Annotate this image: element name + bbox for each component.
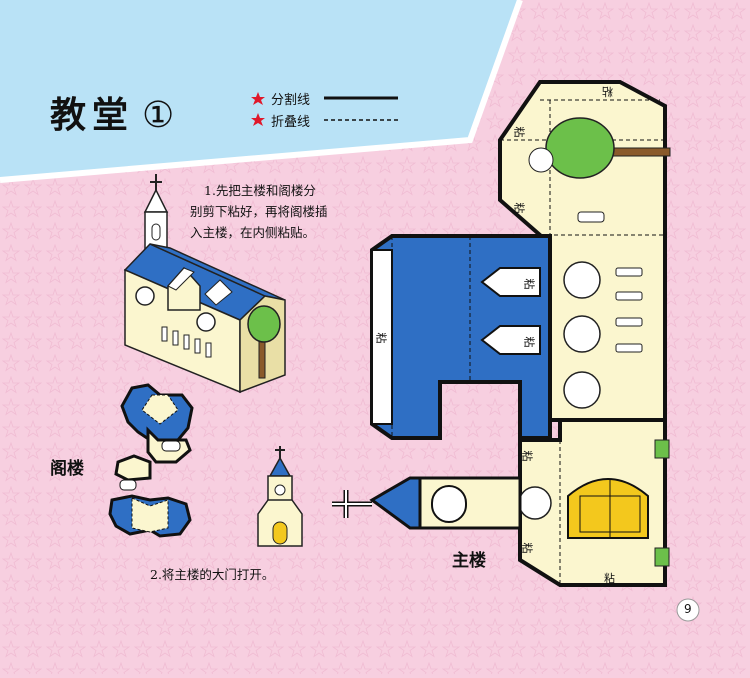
sky-corner <box>0 0 520 180</box>
instruction-step2: 2.将主楼的大门打开。 <box>150 567 275 582</box>
legend-fold-label: 折叠线 <box>271 115 311 130</box>
glue-label-flap: 粘 <box>374 332 388 344</box>
title-number: ① <box>142 95 181 136</box>
page-number: 9 <box>684 602 692 616</box>
assembled-church <box>123 174 286 394</box>
glue-label-lower-1: 粘 <box>520 450 534 462</box>
page-number-circle <box>676 598 700 622</box>
legend-cut-label: 分割线 <box>271 93 311 108</box>
glue-label-left-top: 粘 <box>512 126 526 138</box>
instruction-step1: 1.先把主楼和阁楼分 别剪下粘好，再将阁楼插 入主楼，在内侧粘贴。 <box>190 180 360 243</box>
glue-label-lower-2: 粘 <box>520 542 534 554</box>
small-church-icon <box>257 446 303 547</box>
attic-label: 阁楼 <box>50 459 84 479</box>
sky-border <box>0 0 523 183</box>
red-star-icon <box>251 92 265 105</box>
instruction-step1-line1: 1.先把主楼和阁楼分 <box>204 183 316 198</box>
glue-label-dormer-1: 粘 <box>522 278 536 290</box>
legend-marks <box>251 92 398 126</box>
main-building-label: 主楼 <box>452 551 486 571</box>
instruction-step1-line2: 别剪下粘好，再将阁楼插 <box>190 204 328 219</box>
title-text: 教堂 <box>50 95 135 136</box>
glue-label-dormer-2: 粘 <box>522 336 536 348</box>
main-building-net <box>332 80 671 587</box>
glue-label-left-mid: 粘 <box>512 202 526 214</box>
glue-label-bottom: 粘 <box>604 572 615 585</box>
glue-label-top: 粘 <box>602 85 613 98</box>
instruction-step1-line3: 入主楼，在内侧粘贴。 <box>190 225 316 240</box>
red-star-icon <box>251 113 265 126</box>
attic-cutout <box>108 383 194 538</box>
